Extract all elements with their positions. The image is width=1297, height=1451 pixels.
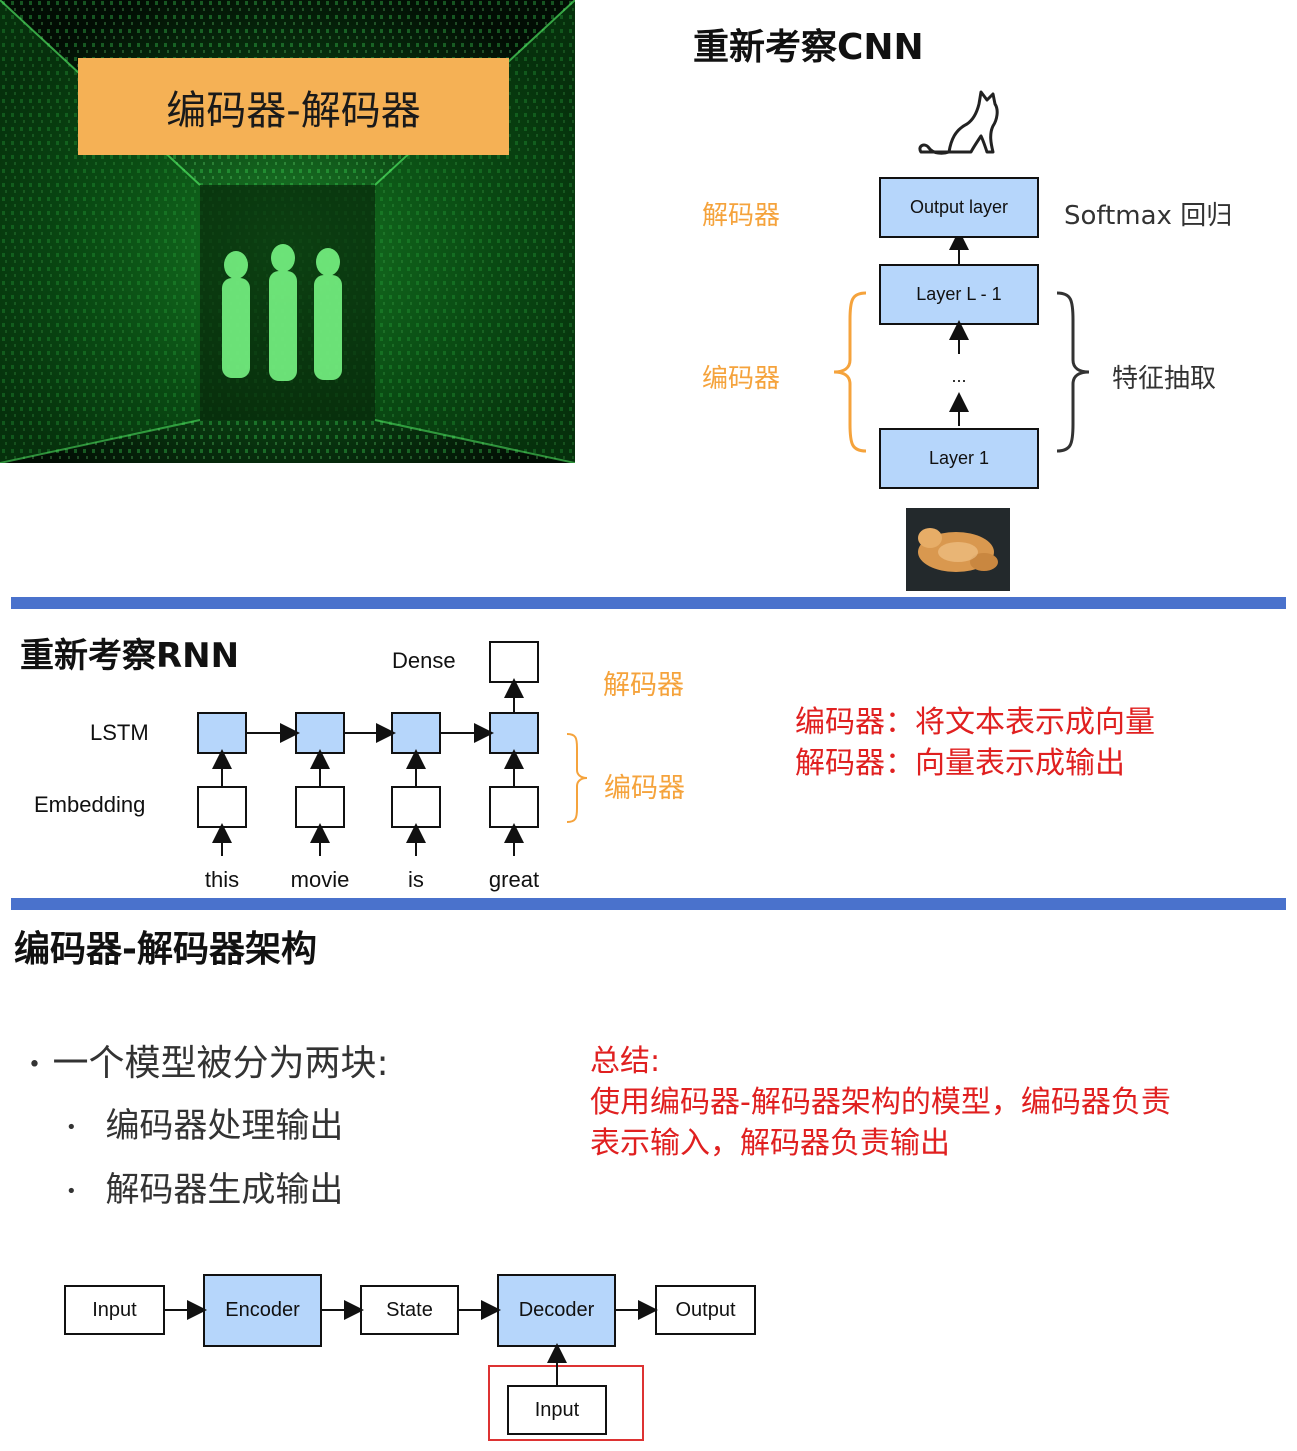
layer-1-box: Layer 1 <box>879 428 1039 489</box>
divider-2 <box>11 898 1286 910</box>
bullet-sub-1-text: 编码器处理输出 <box>105 1106 344 1146</box>
rnn-title: 重新考察RNN <box>20 636 240 676</box>
layer-l-minus-1-label: Layer L - 1 <box>916 284 1002 304</box>
architecture-title: 编码器-解码器架构 <box>14 929 317 970</box>
rnn-note-line-2: 解码器：向量表示成输出 <box>795 746 1125 781</box>
rnn-decoder-label: 解码器 <box>603 670 684 701</box>
bullet-main-text: 一个模型被分为两块: <box>52 1043 389 1084</box>
summary-title: 总结: <box>590 1044 661 1079</box>
decoder-input-highlight <box>488 1365 644 1441</box>
flow-state-box: State <box>360 1285 459 1335</box>
dense-label: Dense <box>392 648 456 673</box>
embedding-label: Embedding <box>34 792 146 817</box>
output-layer-box: Output layer <box>879 177 1039 238</box>
cat-icon <box>918 90 999 155</box>
flow-arrows <box>165 1300 658 1385</box>
orange-brace-icon <box>833 291 867 453</box>
flow-input-box: Input <box>64 1285 165 1335</box>
softmax-label: Softmax 回归 <box>1064 201 1233 231</box>
flow-encoder-box: Encoder <box>203 1274 322 1347</box>
bullet-sub-2: • 解码器生成输出 <box>66 1162 343 1211</box>
bullet-main: • 一个模型被分为两块: <box>28 1034 389 1086</box>
rnn-diagram <box>197 641 539 856</box>
gray-brace-icon <box>1056 291 1090 453</box>
summary-line-1: 使用编码器-解码器架构的模型，编码器负责 <box>590 1085 1171 1120</box>
bullet-dot: • <box>28 1052 41 1078</box>
rnn-orange-brace-icon <box>566 733 588 823</box>
cat-photo <box>906 508 1010 591</box>
word-movie: movie <box>290 867 350 892</box>
bullet-dot: • <box>66 1117 77 1138</box>
summary-line-2: 表示输入，解码器负责输出 <box>590 1126 950 1161</box>
divider-1 <box>11 597 1286 609</box>
flow-output-box: Output <box>655 1285 756 1335</box>
layer-ellipsis: ... <box>951 366 967 386</box>
feature-extraction-label: 特征抽取 <box>1112 364 1217 394</box>
rnn-encoder-label: 编码器 <box>604 773 685 804</box>
bullet-dot: • <box>66 1181 77 1202</box>
cnn-encoder-label: 编码器 <box>702 364 781 394</box>
bullet-sub-1: • 编码器处理输出 <box>66 1098 343 1147</box>
cnn-title: 重新考察CNN <box>693 27 924 68</box>
word-is: is <box>408 867 424 892</box>
cnn-decoder-label: 解码器 <box>702 201 781 231</box>
lstm-label: LSTM <box>90 720 149 745</box>
word-great: great <box>488 867 540 892</box>
flow-decoder-box: Decoder <box>497 1274 616 1347</box>
title-banner: 编码器-解码器 <box>78 58 509 155</box>
rnn-note-line-1: 编码器：将文本表示成向量 <box>795 705 1155 740</box>
cnn-arrows <box>949 236 969 426</box>
bullet-sub-2-text: 解码器生成输出 <box>105 1170 344 1210</box>
flow-decoder-input-box: Input <box>507 1385 607 1435</box>
word-this: this <box>204 867 240 892</box>
